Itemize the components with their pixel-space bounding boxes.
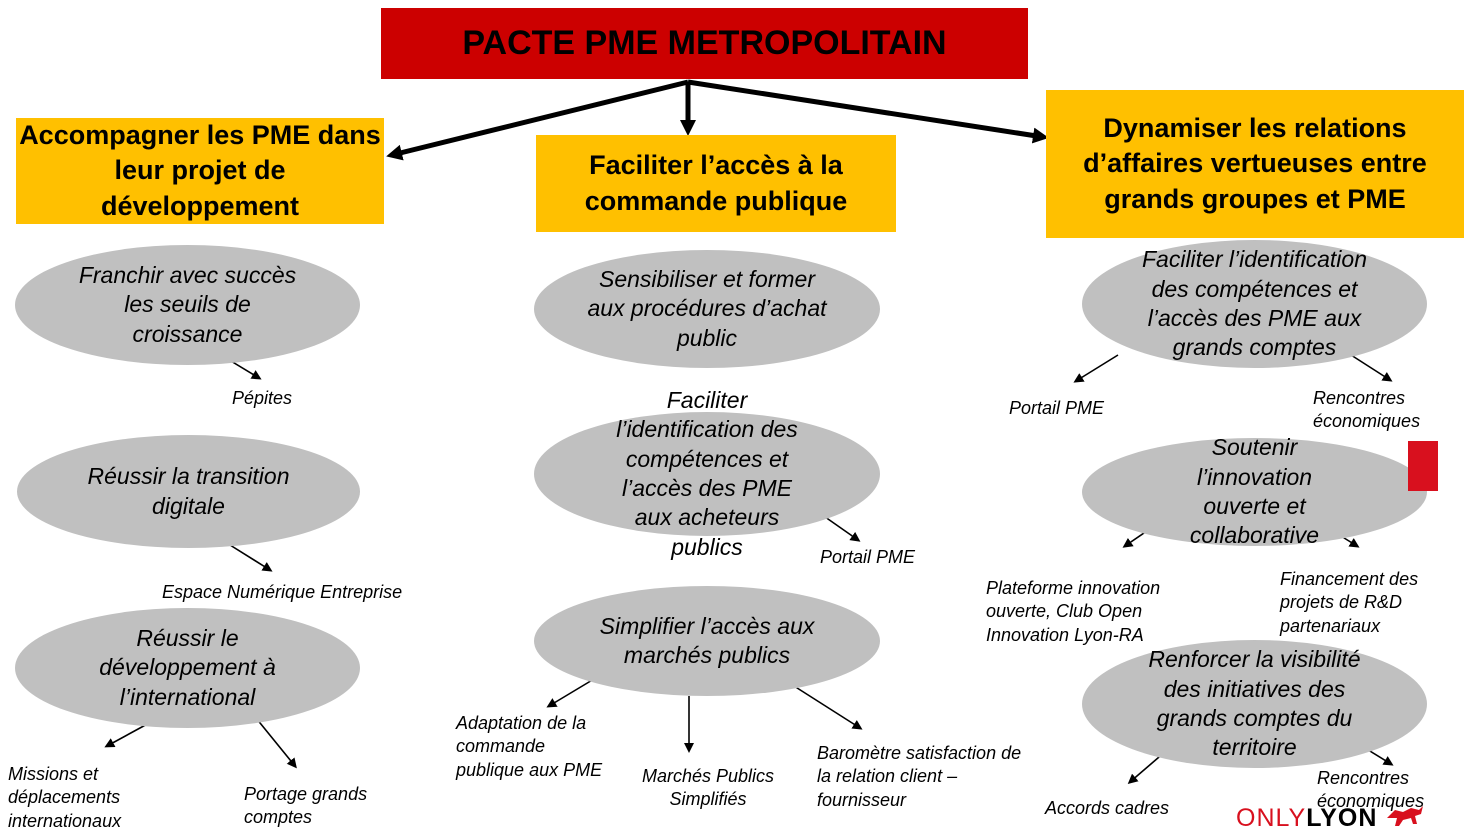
label-financement: Financement des projets de R&D partenari… xyxy=(1280,569,1419,636)
arrow-portage xyxy=(255,717,297,769)
arrow-espace-numerique xyxy=(229,544,273,572)
page-title: PACTE PME METROPOLITAIN xyxy=(381,8,1028,79)
decorative-badge xyxy=(1408,441,1438,491)
arrow-to-pillar-3 xyxy=(687,79,1049,144)
bubble-sensibiliser: Sensibiliser et former aux procédures d’… xyxy=(534,250,880,368)
main-arrows xyxy=(386,79,1049,161)
label-rencontres-1: Rencontres économiques xyxy=(1313,388,1421,432)
label-adaptation: Adaptation de la commande publique aux P… xyxy=(456,713,603,780)
pillar-relations-affaires: Dynamiser les relations d’affaires vertu… xyxy=(1046,90,1464,238)
arrow-portail-pme-3 xyxy=(1073,354,1119,383)
pillar-commande-publique: Faciliter l’accès à la commande publique xyxy=(536,135,896,232)
label-missions: Missions et déplacements internationaux xyxy=(8,764,122,831)
label-espace-numerique: Espace Numérique Entreprise xyxy=(162,582,403,602)
label-pepites: Pépites xyxy=(232,388,293,408)
bubble-innovation-ouverte: Soutenir l’innovation ouverte et collabo… xyxy=(1082,434,1427,548)
label-portage: Portage grands comptes xyxy=(244,784,368,828)
arrow-adaptation xyxy=(546,678,595,708)
label-portail-pme-grands-comptes: Portail PME xyxy=(1009,398,1105,418)
label-plateforme: Plateforme innovation ouverte, Club Open… xyxy=(986,578,1161,645)
bubble-transition-digitale: Réussir la transition digitale xyxy=(17,435,360,548)
onlylyon-logo: ONLYLYON xyxy=(1236,804,1425,833)
label-accords-cadres: Accords cadres xyxy=(1045,798,1170,818)
pillar-accompagner: Accompagner les PME dans leur projet de … xyxy=(16,118,384,224)
bubble-visibilite-grands-comptes: Renforcer la visibilité des initiatives … xyxy=(1082,640,1427,768)
arrow-to-pillar-1 xyxy=(386,79,689,161)
label-portail-pme-public: Portail PME xyxy=(820,547,916,567)
lion-icon xyxy=(1387,806,1424,826)
arrow-rencontres-1 xyxy=(1350,354,1393,382)
bubble-simplifier-marches: Simplifier l’accès aux marchés publics xyxy=(534,586,880,696)
label-rencontres-2: Rencontres économiques xyxy=(1317,768,1425,812)
bubble-identification-acheteurs: Faciliter l’identification des compétenc… xyxy=(534,387,880,560)
bubble-identification-grands-comptes: Faciliter l’identification des compétenc… xyxy=(1082,240,1427,368)
label-marches-simplifies: Marchés Publics Simplifiés xyxy=(641,766,775,810)
bubble-international: Réussir le développement à l’internation… xyxy=(15,608,360,728)
label-barometre: Baromètre satisfaction de la relation cl… xyxy=(817,743,1022,810)
bubble-seuils-croissance: Franchir avec succès les seuils de crois… xyxy=(15,245,360,365)
